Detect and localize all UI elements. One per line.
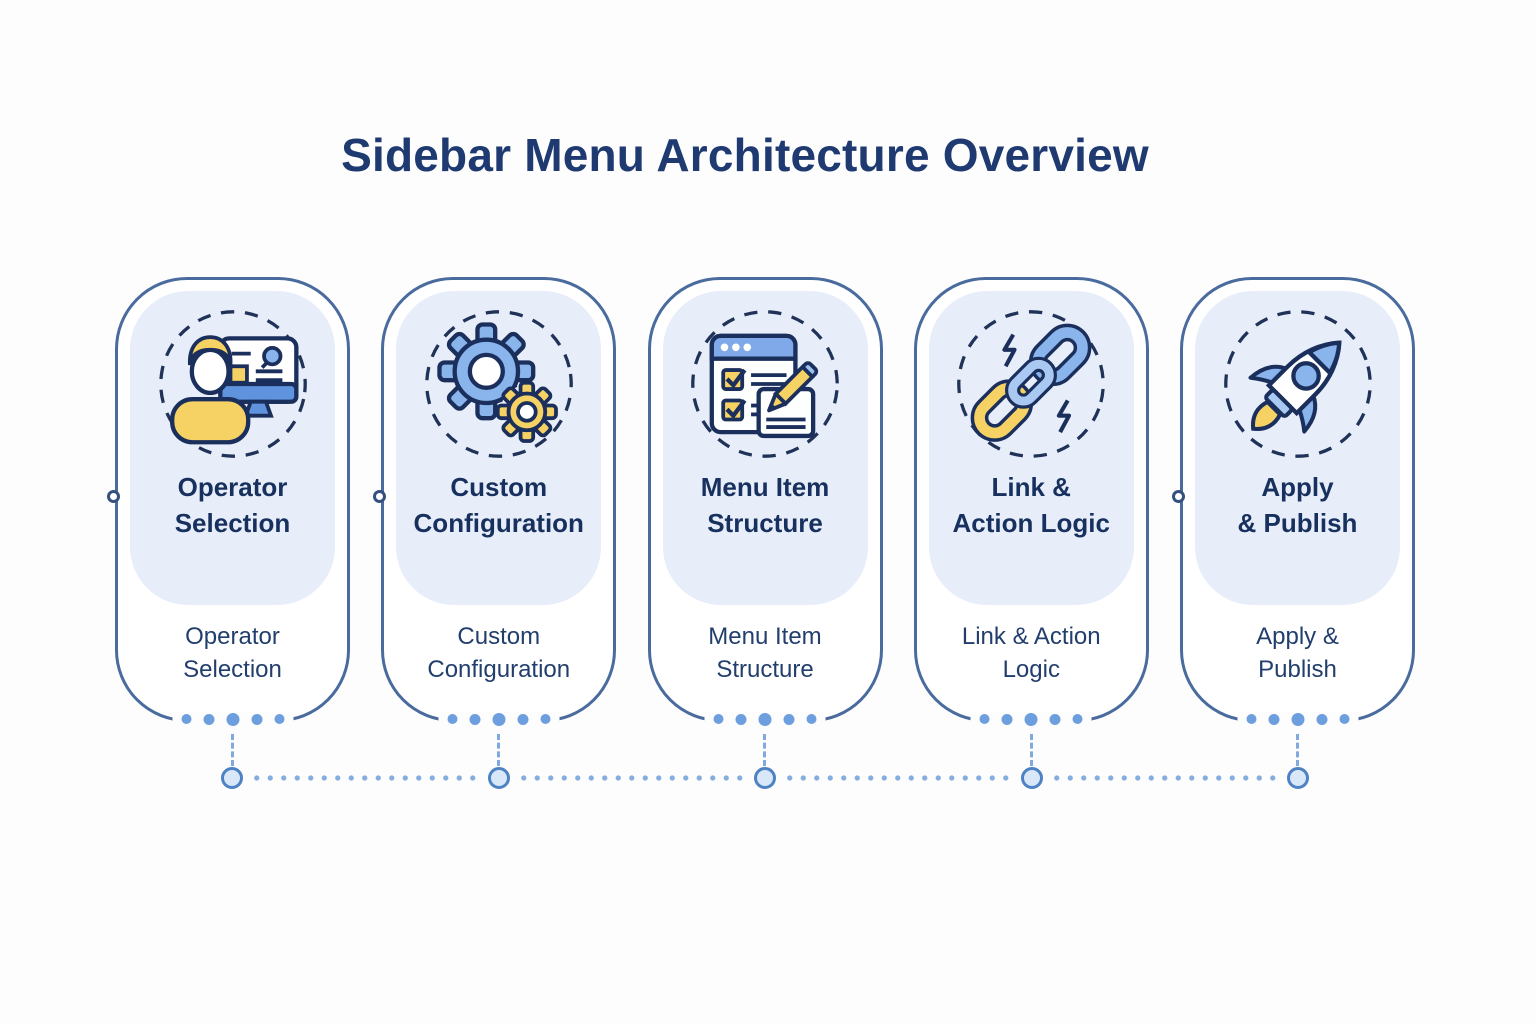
step-panel: Operator Selection (130, 291, 335, 605)
vertical-connector (763, 734, 766, 766)
step-card-apply-publish: Apply & Publish Apply & Publish (1172, 277, 1415, 727)
connector-node (373, 490, 387, 503)
timeline-node (1020, 767, 1043, 789)
card-bottom-dots (1237, 711, 1358, 727)
step-caption: Custom Configuration (427, 623, 571, 684)
vertical-connector (497, 734, 500, 766)
timeline-node (221, 767, 243, 789)
step-card-custom-configuration: Custom Configuration Custom Configuratio… (373, 277, 617, 727)
page-title: Sidebar Menu Architecture Overview (341, 129, 1149, 181)
timeline-node (1287, 767, 1309, 789)
gears-icon (423, 308, 575, 460)
timeline-dots-segment (514, 774, 749, 782)
timeline-dots-segment (248, 774, 483, 782)
step-card-link-action-logic: Link & Action Logic Link & Action Logic (913, 277, 1149, 727)
step-title: Link & Action Logic (952, 472, 1110, 538)
step-title: Menu Item Structure (700, 472, 830, 538)
step-panel: Custom Configuration (396, 291, 602, 605)
step-panel: Apply & Publish (1195, 291, 1400, 605)
checklist-pencil-icon (689, 308, 841, 460)
step-caption: Link & Action Logic (961, 623, 1101, 684)
card-bottom-dots (970, 711, 1092, 727)
vertical-connector (231, 734, 234, 766)
connector-node (1172, 490, 1185, 503)
step-caption: Apply & Publish (1256, 623, 1339, 684)
timeline-node (754, 767, 776, 789)
step-caption: Operator Selection (183, 623, 282, 684)
timeline (221, 767, 1309, 789)
vertical-connector (1296, 734, 1299, 766)
card-bottom-dots (438, 711, 560, 727)
user-monitor-icon (157, 308, 309, 460)
timeline-dots-segment (781, 774, 1016, 782)
step-caption: Menu Item Structure (708, 623, 822, 684)
steps-row: Operator Selection Operator Selection (107, 277, 1415, 727)
card-bottom-dots (172, 711, 293, 727)
step-title: Operator Selection (174, 472, 291, 538)
timeline-node (487, 767, 510, 789)
step-title: Apply & Publish (1237, 472, 1358, 538)
step-panel: Menu Item Structure (662, 291, 868, 605)
timeline-dots-segment (1047, 774, 1282, 782)
step-panel: Link & Action Logic (928, 291, 1134, 605)
step-title: Custom Configuration (413, 472, 584, 538)
rocket-icon (1222, 308, 1374, 460)
chain-link-icon (955, 308, 1107, 460)
step-card-menu-item-structure: Menu Item Structure Menu Item Structure (647, 277, 883, 727)
connector-node (107, 490, 120, 503)
step-card-operator-selection: Operator Selection Operator Selection (107, 277, 350, 727)
card-bottom-dots (704, 711, 826, 727)
vertical-connector (1030, 734, 1033, 766)
